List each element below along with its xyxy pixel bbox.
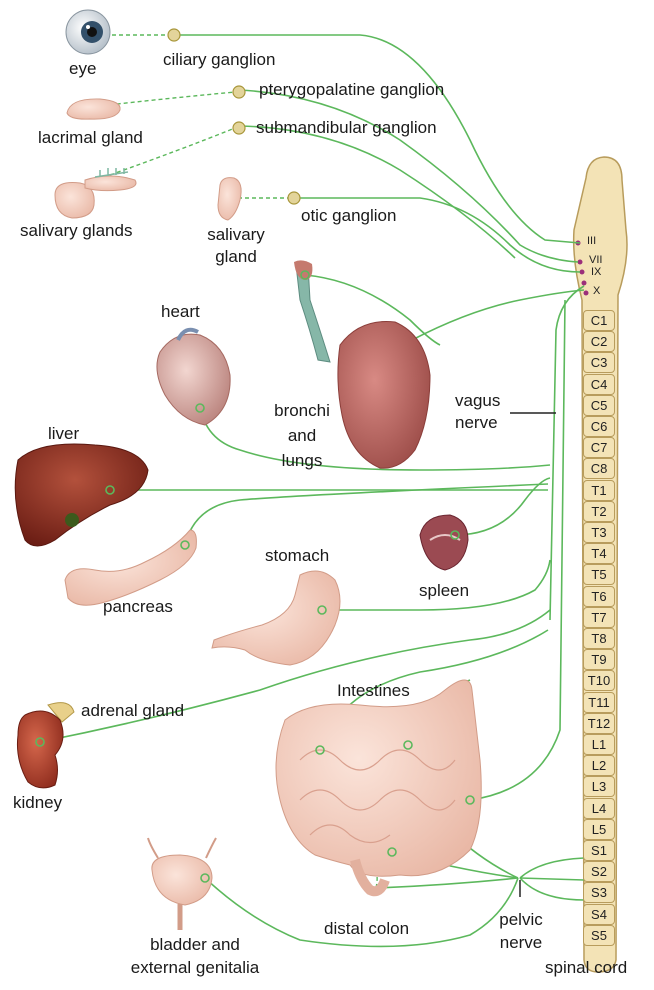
label-lacrimal-gland: lacrimal gland — [38, 128, 143, 147]
liver-icon — [14, 443, 149, 547]
cranial-nuclei — [575, 240, 589, 296]
kidney-icon — [17, 702, 75, 789]
spinal-segment-l4: L4 — [583, 797, 615, 819]
spinal-segment-t4: T4 — [583, 543, 615, 565]
spinal-segment-l1: L1 — [583, 734, 615, 755]
spleen-icon — [419, 514, 469, 571]
spinal-segment-t8: T8 — [583, 628, 615, 649]
label-salivary-glands: salivary glands — [20, 221, 133, 240]
spinal-segment-t5: T5 — [583, 564, 615, 586]
spinal-segment-c4: C4 — [583, 373, 615, 395]
label-submandibular-ganglion: submandibular ganglion — [256, 118, 437, 137]
spinal-segment-l2: L2 — [583, 755, 615, 777]
pancreas-icon — [64, 529, 197, 606]
spinal-segment-t12: T12 — [583, 712, 615, 734]
label-kidney: kidney — [13, 793, 63, 812]
label-pelvic-nerve: nerve — [499, 933, 543, 952]
cranial-nerve-ix: IX — [591, 266, 602, 278]
organ-endings — [35, 270, 475, 883]
stomach-icon — [211, 570, 341, 666]
label-vagus: vagus — [455, 391, 501, 410]
spinal-segment-t7: T7 — [583, 606, 615, 628]
spinal-segment-s1: S1 — [583, 840, 615, 861]
spinal-segment-l3: L3 — [583, 776, 615, 798]
label-nerve: nerve — [455, 413, 498, 432]
label-pelvic: pelvic — [499, 910, 543, 929]
cranial-nerve-x: X — [593, 285, 601, 297]
spinal-segment-c1: C1 — [583, 310, 615, 331]
spinal-segment-c8: C8 — [583, 458, 615, 480]
heart-icon — [156, 327, 231, 426]
spinal-segment-c3: C3 — [583, 352, 615, 374]
spinal-segment-t1: T1 — [583, 479, 615, 501]
lacrimal-gland-icon — [66, 98, 121, 120]
label-external-genitalia: external genitalia — [130, 958, 260, 977]
label-eye: eye — [69, 59, 97, 78]
label-bladder: bladder and — [150, 935, 240, 954]
ganglia — [167, 28, 301, 205]
nerve-fibers — [39, 34, 585, 948]
label-spleen: spleen — [419, 581, 470, 600]
label-salivary-gland-2: gland — [215, 247, 257, 266]
spinal-segment-s3: S3 — [583, 882, 615, 904]
spinal-segment-c6: C6 — [583, 416, 615, 437]
spinal-segment-t10: T10 — [583, 670, 615, 692]
label-liver: liver — [48, 424, 80, 443]
label-stomach: stomach — [265, 546, 330, 565]
cranial-nerve-iii: III — [587, 235, 597, 247]
label-pancreas: pancreas — [103, 597, 173, 616]
label-bronchi: bronchi — [274, 401, 330, 420]
label-lungs: lungs — [281, 451, 323, 470]
label-spinal-cord: spinal cord — [545, 958, 628, 977]
cranial-nerve-vii: VII — [589, 254, 603, 266]
spinal-segment-t2: T2 — [583, 500, 615, 522]
label-ciliary-ganglion: ciliary ganglion — [163, 50, 276, 69]
spinal-segment-t11: T11 — [583, 691, 615, 713]
bladder-icon — [147, 837, 217, 930]
spinal-segment-c5: C5 — [583, 394, 615, 416]
spinal-segment-s2: S2 — [583, 861, 615, 883]
spinal-segment-l5: L5 — [583, 818, 615, 840]
label-and: and — [287, 426, 317, 445]
spinal-segment-c2: C2 — [583, 331, 615, 353]
spinal-segment-t6: T6 — [583, 585, 615, 607]
label-salivary-gland-1: salivary — [207, 225, 265, 244]
spinal-segment-s5: S5 — [583, 924, 615, 946]
label-intestines: Intestines — [337, 681, 410, 700]
spinal-segment-c7: C7 — [583, 437, 615, 459]
label-distal-colon: distal colon — [324, 919, 410, 938]
label-heart: heart — [161, 302, 200, 321]
salivary-glands-icon — [54, 168, 137, 219]
intestines-icon — [275, 679, 482, 897]
parotid-gland-icon — [217, 177, 242, 221]
eye-icon — [65, 9, 111, 55]
label-pterygopalatine-ganglion: pterygopalatine ganglion — [259, 80, 445, 99]
spinal-segment-t9: T9 — [583, 649, 615, 671]
lungs-icon — [294, 260, 431, 469]
spinal-segment-t3: T3 — [583, 522, 615, 543]
label-otic-ganglion: otic ganglion — [301, 206, 397, 225]
spinal-segment-s4: S4 — [583, 903, 615, 925]
label-adrenal-gland: adrenal gland — [81, 701, 185, 720]
